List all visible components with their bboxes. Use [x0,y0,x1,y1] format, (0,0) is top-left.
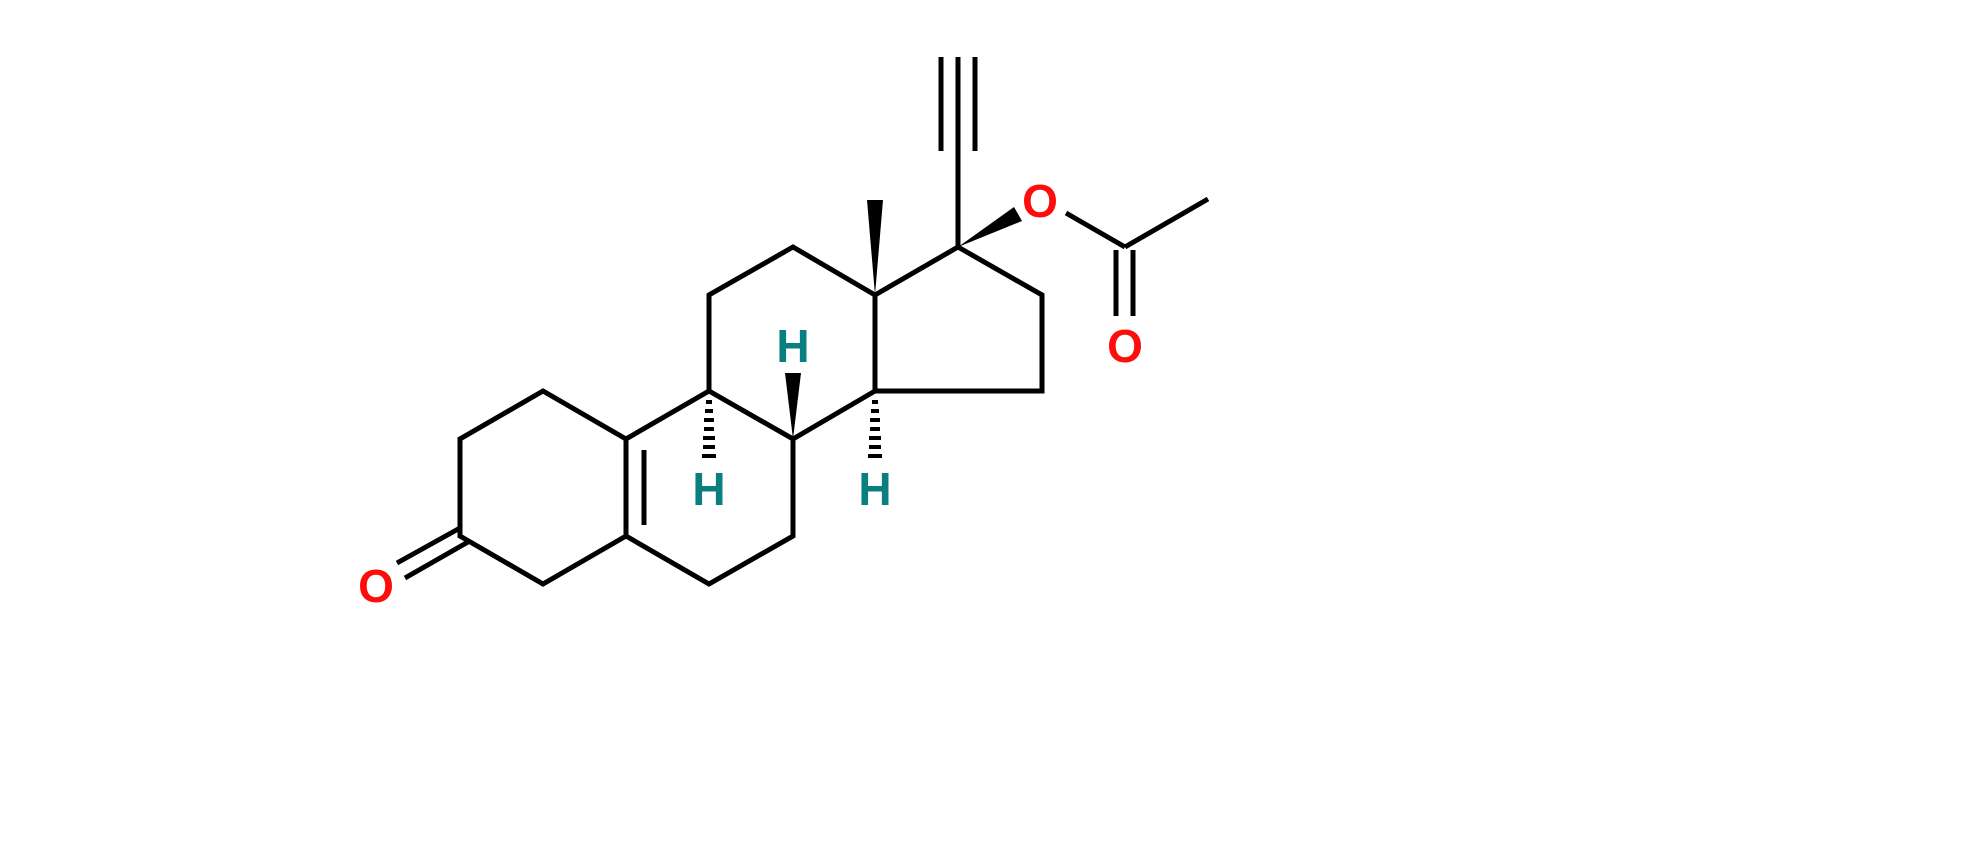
ester-oxygen-wedge-bond [958,207,1022,247]
ketone-double-bond [395,525,470,581]
h-c14-hashed-bond [868,400,882,458]
h-c9-hashed-bond [702,400,716,458]
h-c8-label: H [776,320,809,372]
ring-a [457,388,628,587]
ester-oxygen-label: O [1022,175,1058,227]
methyl-wedge-bond [867,200,883,295]
ketone-oxygen-label: O [358,560,394,612]
h-c8-wedge-bond [785,373,801,439]
h-c14-label: H [858,463,891,515]
ring-d [873,244,1045,394]
h-c9-label: H [692,463,725,515]
ethynyl-triple-bond [938,57,978,247]
ring-c [706,244,878,442]
carbonyl-oxygen-label: O [1107,320,1143,372]
acetate-group [1064,196,1210,316]
